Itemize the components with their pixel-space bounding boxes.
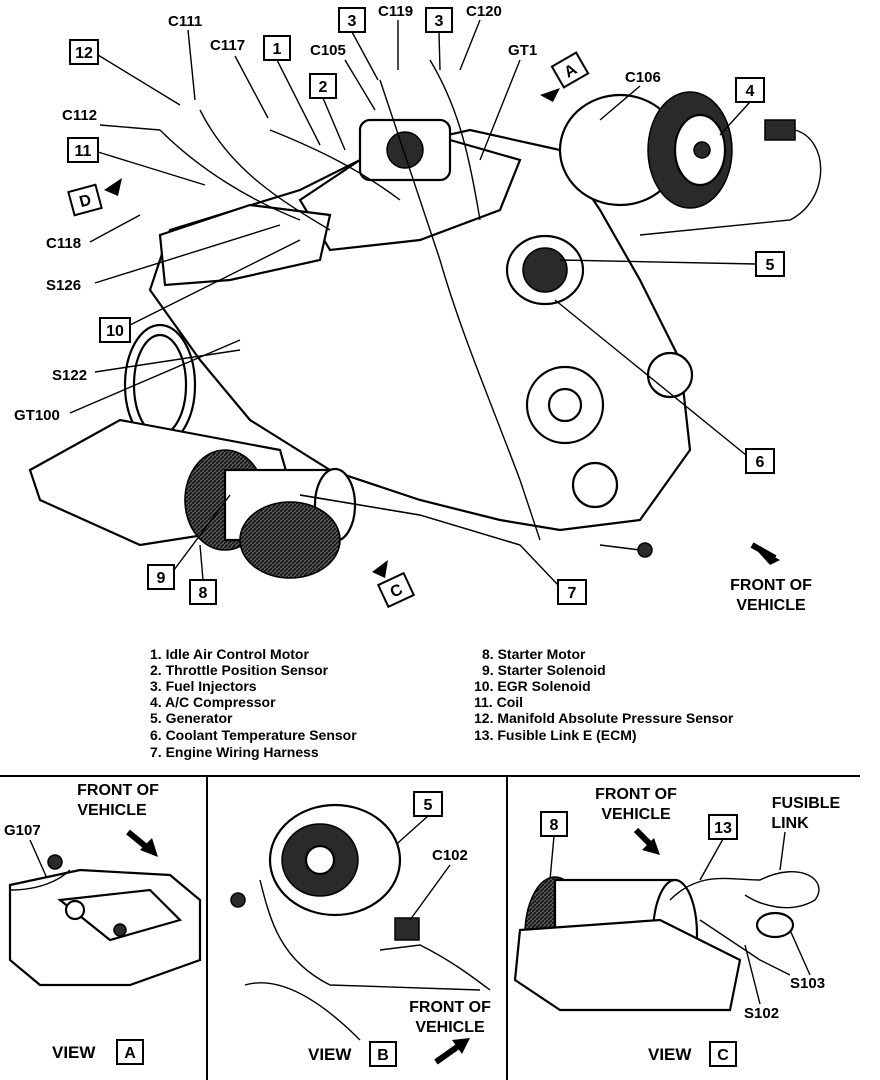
label-c117: C117 [210,37,245,54]
view-b-title: VIEW [308,1045,352,1064]
view-c-letter-box [709,1041,737,1067]
view-b-panel: 5 C102 FRONT OF VEHICLE VIEW B [230,791,491,1067]
svg-text:D: D [78,192,94,211]
callout-11-box [67,137,99,163]
legend-item-8: 8. Starter Motor [482,646,586,662]
label-s126: S126 [46,277,81,294]
callout-4-box [735,77,765,103]
view-a-g107: G107 [4,822,41,839]
starter-motor [184,449,357,579]
label-c111: C111 [168,13,202,30]
label-s122: S122 [52,367,87,384]
legend-item-9: 9. Starter Solenoid [482,662,606,678]
engine-illustration [28,59,733,579]
view-b-front-arrow-icon [434,1042,462,1065]
label-c105: C105 [310,42,346,59]
view-d-marker: D [67,183,103,217]
legend-item-2: 2. Throttle Position Sensor [150,662,329,678]
legend-item-11: 11. Coil [474,694,523,710]
legend-item-4: 4. A/C Compressor [150,694,276,710]
callout-5-box [755,251,785,277]
callout-8-box [189,579,217,605]
legend-item-12: 12. Manifold Absolute Pressure Sensor [474,710,734,726]
callout-10-box [99,317,131,343]
label-c112: C112 [62,107,97,124]
view-a-marker: A [550,51,590,89]
view-b-letter-box [369,1041,397,1067]
callout-3a: 3 [348,13,357,30]
callout-1: 1 [273,41,282,58]
callout-1-box [263,35,291,61]
callout-5: 5 [766,257,775,274]
view-c-fusible-line2: LINK [771,815,809,832]
callout-7-box [557,579,587,605]
callout-4: 4 [746,83,755,100]
legend-item-3: 3. Fuel Injectors [150,678,257,694]
legend-left: 1. Idle Air Control Motor 2. Throttle Po… [150,646,357,760]
callout-8: 8 [199,585,208,602]
callout-9-box [147,564,175,590]
view-c-s102: S102 [744,1005,779,1022]
view-c-front-line1: FRONT OF [595,786,677,803]
label-c120: C120 [466,3,502,20]
view-b-front-line2: VEHICLE [415,1019,485,1036]
view-a-front-line1: FRONT OF [77,782,159,799]
view-c-callout-8: 8 [550,817,559,834]
view-c-letter: C [717,1047,729,1064]
label-gt100: GT100 [14,407,60,424]
label-c119: C119 [378,3,413,20]
callouts: C111 12 C117 1 C105 2 3 C119 3 C120 [14,3,822,614]
view-b-front-line1: FRONT OF [409,999,491,1016]
view-a-panel: FRONT OF VEHICLE G107 VIEW A [4,782,202,1065]
callout-7: 7 [568,585,577,602]
view-b-c102: C102 [432,847,468,864]
ac-compressor [558,91,733,209]
label-c118: C118 [46,235,81,252]
view-c-fusible-line1: FUSIBLE [772,795,841,812]
view-c-marker: C [376,571,416,609]
generator [505,234,585,306]
view-c-s103: S103 [790,975,825,992]
legend-item-13: 13. Fusible Link E (ECM) [474,727,637,743]
view-c-title: VIEW [648,1045,692,1064]
view-b-letter: B [377,1047,389,1064]
callout-3a-box [338,7,366,33]
front-of-vehicle-line2: VEHICLE [736,597,806,614]
callout-12: 12 [75,45,93,62]
callout-9: 9 [157,570,166,587]
legend-item-6: 6. Coolant Temperature Sensor [150,727,357,743]
legend-item-1: 1. Idle Air Control Motor [150,646,309,662]
legend-right: 8. Starter Motor 9. Starter Solenoid 10.… [474,646,734,743]
legend: 1. Idle Air Control Motor 2. Throttle Po… [150,646,734,760]
callout-6-box [745,448,775,474]
label-gt1: GT1 [508,42,537,59]
callout-3b: 3 [435,13,444,30]
view-c-front-line2: VEHICLE [601,806,671,823]
view-a-front-line2: VEHICLE [77,802,147,819]
view-c-panel: FRONT OF VEHICLE 8 13 FUSIBLE LINK S103 … [513,786,841,1067]
callout-11: 11 [75,143,92,160]
detail-panels: FRONT OF VEHICLE G107 VIEW A 5 [0,775,860,1080]
view-a-letter-box [116,1039,144,1065]
label-c106: C106 [625,69,661,86]
callout-10: 10 [106,323,124,340]
callout-12-box [69,39,99,65]
front-of-vehicle-line1: FRONT OF [730,577,812,594]
view-a-letter: A [124,1045,136,1062]
legend-item-7: 7. Engine Wiring Harness [150,744,319,760]
legend-item-5: 5. Generator [150,710,233,726]
legend-item-10: 10. EGR Solenoid [474,678,591,694]
view-c-callout-13: 13 [714,820,732,837]
view-b-callout-5-box [413,791,443,817]
view-a-title: VIEW [52,1043,96,1062]
callout-6: 6 [756,454,765,471]
view-b-callout-5: 5 [424,797,433,814]
callout-2: 2 [319,79,328,96]
